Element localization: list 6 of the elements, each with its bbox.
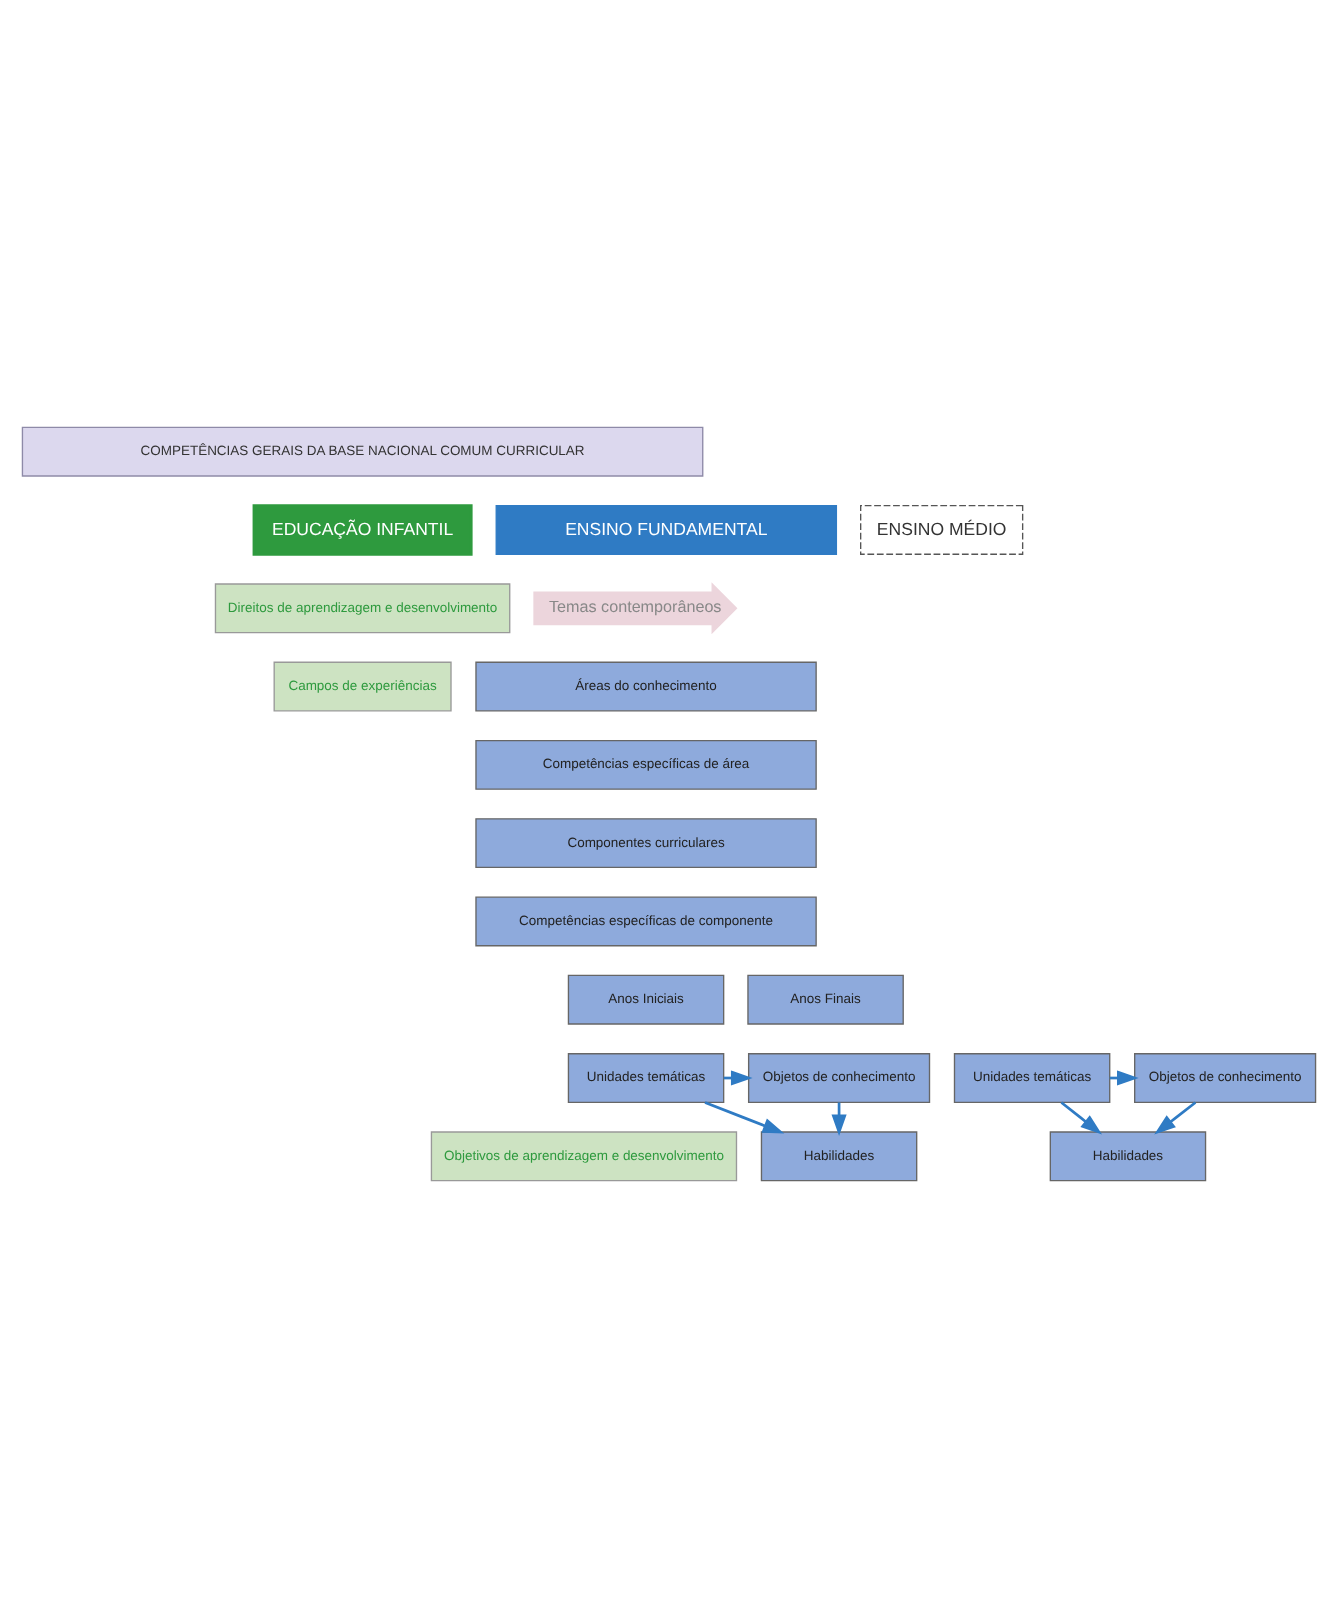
- arrow: [1060, 1100, 1103, 1134]
- arrow: [1154, 1100, 1197, 1134]
- arrow: [704, 1100, 785, 1133]
- node-box: ENSINO FUNDAMENTAL: [495, 504, 838, 554]
- node-box: EDUCAÇÃO INFANTIL: [252, 503, 473, 555]
- node-box: ENSINO MÉDIO: [860, 504, 1024, 554]
